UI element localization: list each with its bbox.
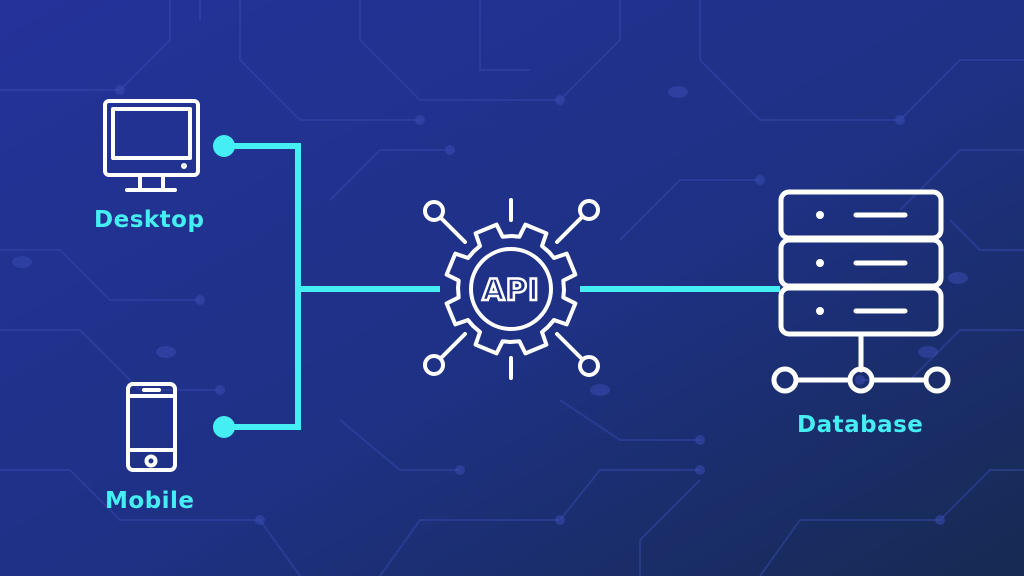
- database-status-dots: [816, 211, 824, 315]
- database-label: Database: [797, 412, 924, 438]
- smartphone-icon: [126, 382, 177, 472]
- api-icon-label: API: [482, 273, 540, 307]
- mobile-connector-dot: [213, 416, 235, 438]
- desktop-label: Desktop: [94, 207, 205, 233]
- api-spoke-se: [555, 332, 583, 360]
- api-spoke-ne: [555, 216, 583, 244]
- desktop-connector-dot: [213, 135, 235, 157]
- connectors: [224, 143, 780, 430]
- database-server-icon: [771, 189, 951, 394]
- api-spoke-sw: [439, 332, 467, 360]
- circuit-pads: [12, 85, 968, 525]
- mobile-label: Mobile: [105, 488, 195, 514]
- desktop-monitor-icon: [103, 99, 200, 192]
- api-gear-icon: [423, 198, 600, 380]
- api-spoke-nw: [439, 216, 467, 244]
- edge-desktop-to-api: [224, 143, 440, 292]
- edge-mobile-to-api: [224, 289, 301, 430]
